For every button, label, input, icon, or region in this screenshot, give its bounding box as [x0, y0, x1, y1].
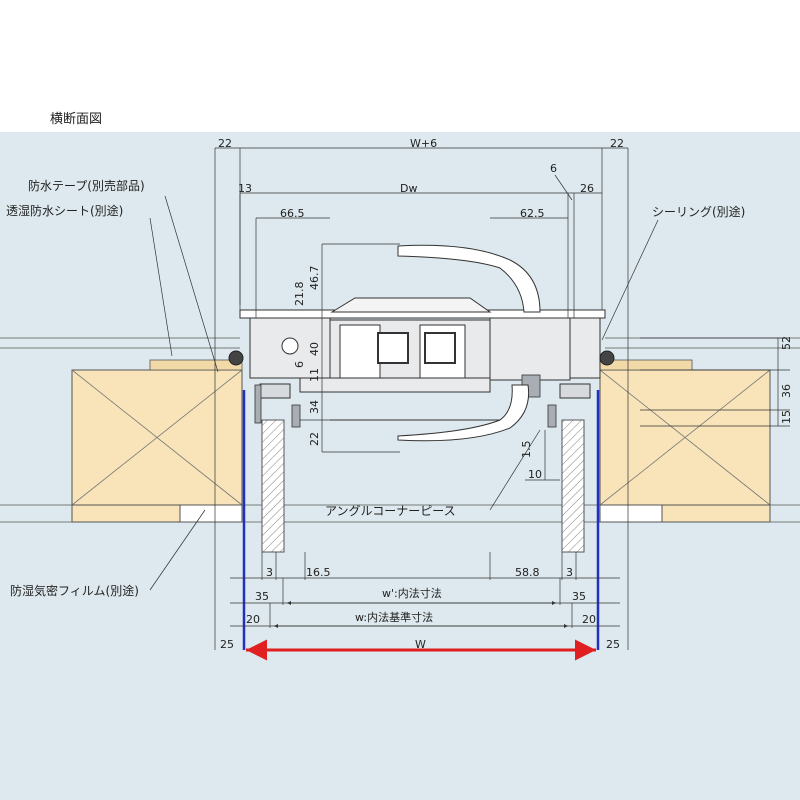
dim-66-5: 66.5 — [280, 207, 305, 220]
dim-bottom-right-3: 3 — [566, 566, 573, 579]
dim-22-handle: 22 — [308, 432, 321, 446]
right-interior-wall — [561, 419, 585, 553]
dim-10: 10 — [528, 468, 542, 481]
label-angle-corner: アングルコーナーピース — [325, 504, 456, 518]
label-waterproof-tape: 防水テープ(別売部品) — [28, 178, 145, 193]
dim-36: 36 — [780, 384, 793, 398]
left-interior-wall — [261, 419, 285, 553]
dim-right-25: 25 — [606, 638, 620, 651]
right-sealant — [599, 350, 615, 366]
leader-lines — [149, 174, 659, 591]
dim-top-left-22: 22 — [218, 137, 232, 150]
dim-40: 40 — [308, 342, 321, 356]
left-sheathing — [149, 359, 243, 371]
dim-left-25: 25 — [220, 638, 234, 651]
left-sealant — [228, 350, 244, 366]
right-wood-stud — [599, 369, 771, 523]
dim-w-plus-6: W+6 — [410, 137, 437, 150]
dim-15: 15 — [780, 410, 793, 424]
dim-1-5: 1.5 — [520, 441, 533, 459]
dim-34: 34 — [308, 400, 321, 414]
drawing-title: 横断面図 — [50, 112, 103, 127]
dim-6-handle: 6 — [293, 361, 306, 368]
dim-26: 26 — [580, 182, 594, 195]
dim-right-20: 20 — [582, 613, 596, 626]
dim-left-35: 35 — [255, 590, 269, 603]
dim-top-right-22: 22 — [610, 137, 624, 150]
dim-46-7: 46.7 — [308, 266, 321, 291]
dim-inner-w-prime: w':内法寸法 — [382, 586, 442, 600]
dim-w: W — [415, 638, 426, 651]
label-breathable-sheet: 透湿防水シート(別途) — [6, 203, 123, 218]
dim-16-5: 16.5 — [306, 566, 331, 579]
dim-21-8: 21.8 — [293, 282, 306, 307]
right-sheathing — [599, 359, 693, 371]
dim-58-8: 58.8 — [515, 566, 540, 579]
dim-right-35: 35 — [572, 590, 586, 603]
dim-11: 11 — [308, 368, 321, 382]
handle-upper — [397, 244, 541, 313]
dim-6-top: 6 — [550, 162, 557, 175]
dim-inner-w: w:内法基準寸法 — [355, 610, 433, 624]
handle-lower — [397, 384, 530, 442]
dim-62-5: 62.5 — [520, 207, 545, 220]
dim-left-20: 20 — [246, 613, 260, 626]
dim-52: 52 — [780, 336, 793, 350]
dim-dw: Dw — [400, 182, 417, 195]
left-wood-stud — [71, 369, 243, 523]
label-sealing: シーリング(別途) — [652, 204, 745, 219]
dim-13: 13 — [238, 182, 252, 195]
dim-bottom-left-3: 3 — [266, 566, 273, 579]
label-vapor-film: 防湿気密フィルム(別途) — [10, 583, 139, 598]
window-frame — [239, 297, 606, 399]
